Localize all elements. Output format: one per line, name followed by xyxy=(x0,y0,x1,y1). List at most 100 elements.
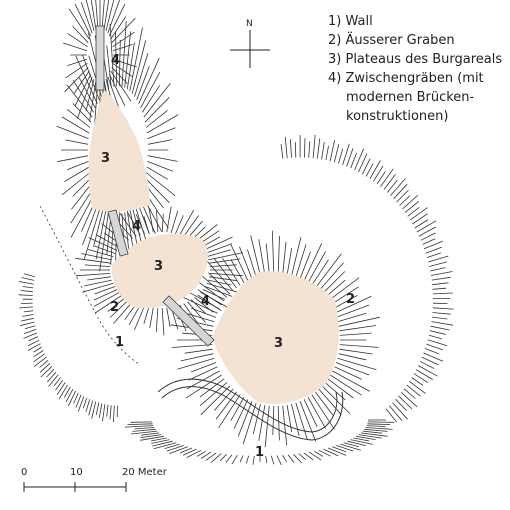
hachure-stroke xyxy=(132,428,156,432)
hachure-stroke xyxy=(358,434,382,439)
hachure-stroke xyxy=(88,400,94,416)
hachure-stroke xyxy=(222,257,241,286)
label-plateau-south: 3 xyxy=(274,336,283,351)
slope-hachures xyxy=(18,0,454,466)
hachure-stroke xyxy=(110,70,132,102)
hachure-stroke xyxy=(318,449,331,457)
hachure-stroke xyxy=(112,62,133,77)
hachure-stroke xyxy=(147,161,173,172)
hachure-stroke xyxy=(369,160,381,179)
hachure-stroke xyxy=(353,437,370,442)
hachure-stroke xyxy=(33,346,42,353)
hachure-stroke xyxy=(291,237,302,277)
hachure-stroke xyxy=(237,401,253,437)
hachure-stroke xyxy=(74,3,92,37)
hachure-stroke xyxy=(24,329,37,334)
hachure-stroke xyxy=(72,103,92,123)
hachure-stroke xyxy=(72,26,89,43)
hachure-stroke xyxy=(338,353,367,361)
hachure-stroke xyxy=(103,0,110,30)
hachure-stroke xyxy=(403,388,416,399)
hachure-stroke xyxy=(383,174,396,190)
hachure-stroke xyxy=(19,306,33,309)
hachure-stroke xyxy=(56,125,89,139)
hachure-stroke xyxy=(276,455,282,466)
hachure-stroke xyxy=(183,215,199,237)
hachure-stroke xyxy=(95,402,100,416)
plateau-south xyxy=(212,271,339,405)
hachure-stroke xyxy=(346,148,354,167)
hachure-stroke xyxy=(188,366,218,381)
hachure-stroke xyxy=(419,360,435,369)
hachure-stroke xyxy=(169,446,188,454)
hachure-stroke xyxy=(80,2,93,34)
hachure-stroke xyxy=(409,207,428,221)
hachure-stroke xyxy=(425,246,443,254)
hachure-stroke xyxy=(75,273,111,277)
hachure-stroke xyxy=(101,0,105,29)
hachure-stroke xyxy=(23,273,35,278)
hachure-stroke xyxy=(20,290,33,293)
hachure-stroke xyxy=(245,455,250,464)
hachure-stroke xyxy=(293,453,303,464)
hachure-stroke xyxy=(118,221,133,239)
hachure-stroke xyxy=(56,382,66,395)
hachure-stroke xyxy=(85,79,95,112)
hachure-stroke xyxy=(147,139,173,145)
hachure-stroke xyxy=(429,330,446,335)
hachure-stroke xyxy=(197,289,222,306)
hachure-stroke xyxy=(417,365,438,377)
hachure-stroke xyxy=(28,339,40,346)
hachure-stroke xyxy=(199,273,228,298)
hachure-stroke xyxy=(93,291,120,307)
hachure-stroke xyxy=(321,142,325,160)
hachure-stroke xyxy=(325,145,329,161)
hachure-stroke xyxy=(109,299,130,318)
hachure-stroke xyxy=(432,292,453,295)
hachure-stroke xyxy=(109,23,115,87)
hachure-stroke xyxy=(323,448,339,457)
hachure-stroke xyxy=(77,396,85,412)
hachure-stroke xyxy=(140,434,162,439)
hachure-stroke xyxy=(47,371,57,383)
label-ditch-north: 4 xyxy=(111,53,120,68)
hachure-stroke xyxy=(141,432,160,436)
hachure-stroke xyxy=(430,325,450,331)
hachure-stroke xyxy=(252,403,261,435)
hachure-stroke xyxy=(215,391,237,420)
hachure-stroke xyxy=(67,161,89,171)
hachure-stroke xyxy=(350,439,373,445)
hachure-stroke xyxy=(109,405,112,420)
legend-item-wall: 1) Wall xyxy=(328,14,373,29)
hachure-stroke xyxy=(398,395,413,410)
hachure-stroke xyxy=(74,73,92,107)
hachure-stroke xyxy=(338,316,380,327)
hachure-stroke xyxy=(250,235,261,277)
hachure-stroke xyxy=(291,403,300,436)
hachure-stroke xyxy=(277,235,280,275)
hachure-stroke xyxy=(143,306,150,324)
hachure-stroke xyxy=(430,267,446,272)
hachure-stroke xyxy=(179,447,193,454)
legend-item-outer-ditch: 2) Äusserer Graben xyxy=(328,33,455,48)
hachure-stroke xyxy=(87,276,111,281)
hachure-stroke xyxy=(396,189,409,203)
hachure-stroke xyxy=(418,226,437,237)
hachure-stroke xyxy=(144,177,170,204)
hachure-stroke xyxy=(105,0,115,31)
hachure-stroke xyxy=(145,172,176,197)
hachure-stroke xyxy=(46,369,55,378)
hachure-stroke xyxy=(166,307,171,327)
hachure-stroke xyxy=(121,20,127,87)
hachure-stroke xyxy=(339,332,372,336)
hachure-stroke xyxy=(164,443,180,449)
hachure-stroke xyxy=(40,366,53,378)
hachure-stroke xyxy=(107,76,120,108)
hachure-stroke xyxy=(20,302,33,304)
hachure-stroke xyxy=(150,437,167,442)
hachure-stroke xyxy=(155,307,159,332)
hachure-stroke xyxy=(354,148,364,171)
hachure-stroke xyxy=(161,307,165,336)
hachure-stroke xyxy=(94,245,116,254)
